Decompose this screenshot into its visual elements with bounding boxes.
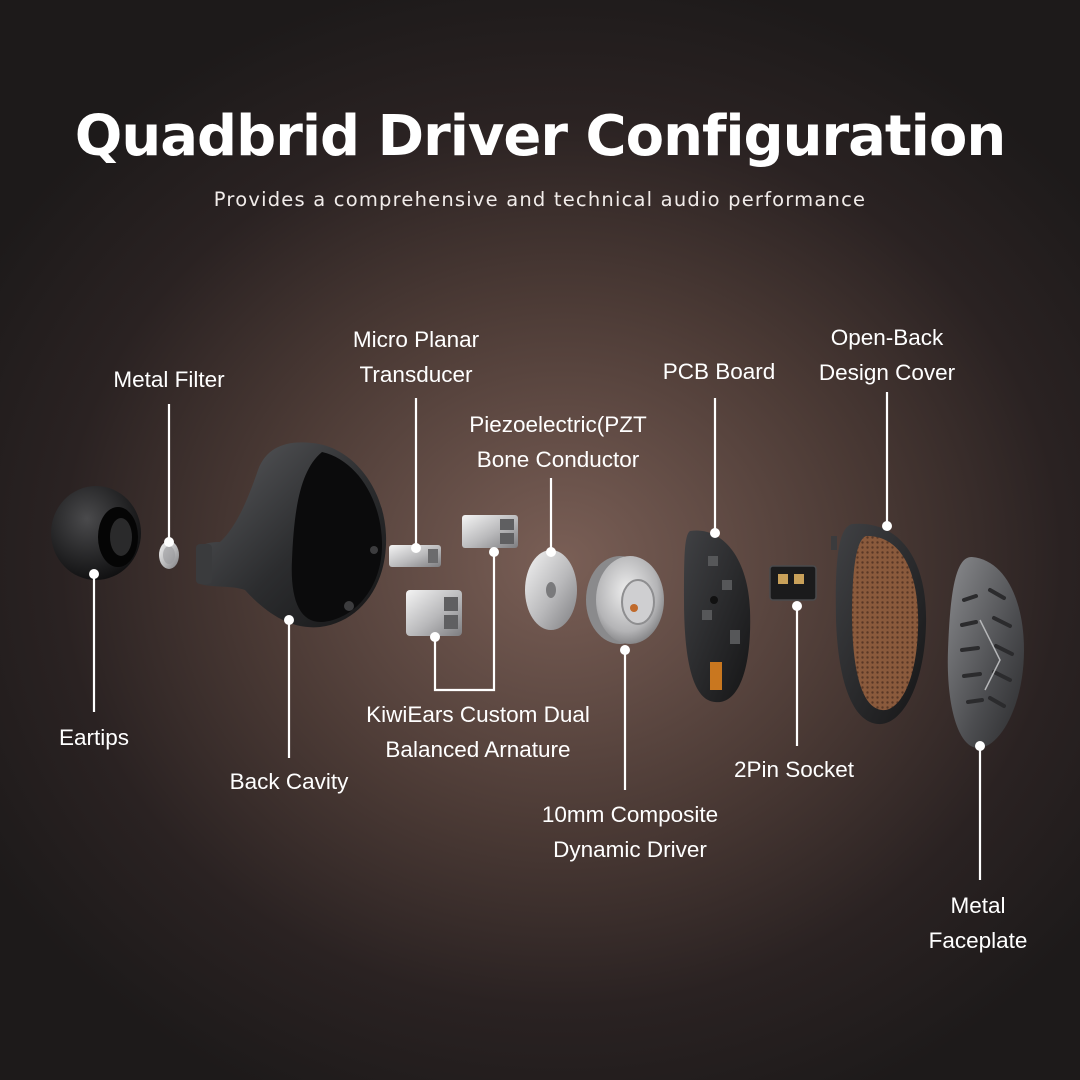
page-title: Quadbrid Driver Configuration	[74, 104, 1006, 169]
label-metal-filter: Metal Filter	[113, 367, 225, 392]
label-2pin-socket: 2Pin Socket	[733, 757, 855, 782]
pcb-board-part	[684, 530, 751, 703]
leader-dots	[89, 521, 985, 751]
balanced-armature-lower-part	[406, 590, 462, 636]
back-cavity-part	[196, 442, 387, 628]
metal-filter-part	[159, 541, 179, 569]
socket-part	[769, 565, 817, 601]
label-eartips: Eartips	[58, 725, 130, 750]
label-dynamic-driver: 10mm Composite Dynamic Driver	[541, 802, 719, 862]
eartip-part	[51, 486, 141, 580]
page-subtitle: Provides a comprehensive and technical a…	[213, 188, 867, 211]
balanced-armature-upper-part	[462, 515, 518, 548]
dynamic-driver-part	[586, 556, 664, 644]
label-metal-faceplate: Metal Faceplate	[928, 893, 1028, 953]
label-back-cavity: Back Cavity	[229, 769, 349, 794]
micro-planar-part	[389, 545, 441, 567]
pzt-disc-part	[525, 550, 577, 630]
label-pzt: Piezoelectric(PZT Bone Conductor	[469, 412, 647, 472]
label-balanced-armature: KiwiEars Custom Dual Balanced Arnature	[366, 702, 590, 762]
label-pcb-board: PCB Board	[662, 359, 776, 384]
leader-lines	[92, 392, 982, 880]
label-micro-planar: Micro Planar Transducer	[352, 327, 480, 387]
design-cover-part	[831, 523, 927, 725]
metal-faceplate-part	[947, 556, 1024, 748]
label-design-cover: Open-Back Design Cover	[818, 325, 956, 385]
